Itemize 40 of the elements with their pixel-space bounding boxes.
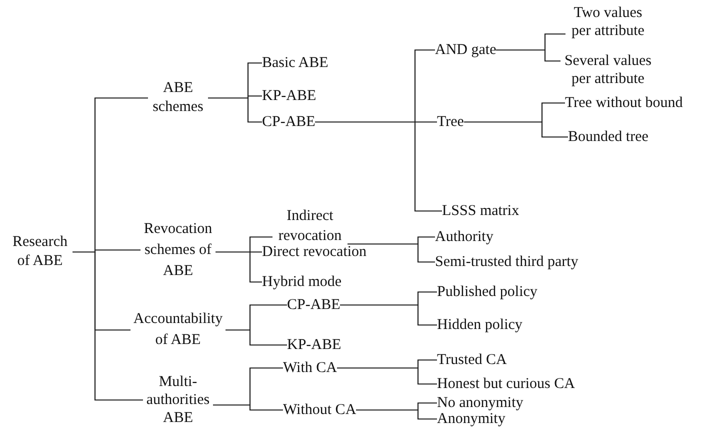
connector-line (216, 251, 262, 283)
node-label: Semi-trusted third party (435, 252, 578, 272)
connector-line (356, 409, 437, 420)
node-label: ABE schemes (148, 79, 208, 117)
node-label: Revocation schemes of ABE (140, 218, 216, 282)
node-label: With CA (283, 358, 337, 378)
node-label: No anonymity (437, 394, 524, 412)
node-label: Several values per attribute (560, 52, 656, 88)
node-label: Tree without bound (565, 94, 683, 112)
connector-line (208, 97, 262, 123)
node-label: Accountability of ABE (130, 309, 226, 351)
connector-line (348, 243, 435, 263)
node-label: KP-ABE (287, 336, 342, 354)
node-label: Hidden policy (437, 316, 522, 334)
node-label: CP-ABE (262, 112, 316, 132)
node-label: Two values per attribute (566, 4, 650, 40)
node-label: Bounded tree (568, 128, 648, 146)
connector-line (464, 121, 568, 138)
node-label: Honest but curious CA (437, 376, 575, 392)
node-label: Basic ABE (262, 54, 328, 72)
node-label: Published policy (437, 282, 538, 302)
node-label: Authority (435, 228, 494, 246)
connector-line (213, 404, 283, 411)
node-label: Without CA (283, 400, 356, 420)
node-label: Multi-authorities ABE (143, 373, 213, 427)
connector-line (226, 329, 287, 346)
node-label: Trusted CA (437, 352, 507, 368)
node-label: CP-ABE (287, 296, 340, 314)
node-label: Tree (437, 112, 464, 132)
node-label: LSSS matrix (442, 202, 520, 220)
node-label: KP-ABE (262, 86, 316, 106)
connector-line (340, 304, 437, 326)
node-label: AND gate (435, 40, 496, 60)
connector-line (315, 121, 442, 212)
connector-line (72, 251, 143, 401)
node-label: Hybrid mode (262, 272, 342, 292)
connector-line (337, 367, 437, 385)
node-label: Research of ABE (8, 233, 72, 271)
node-label: Anonymity (437, 410, 506, 428)
connector-line (496, 49, 560, 62)
